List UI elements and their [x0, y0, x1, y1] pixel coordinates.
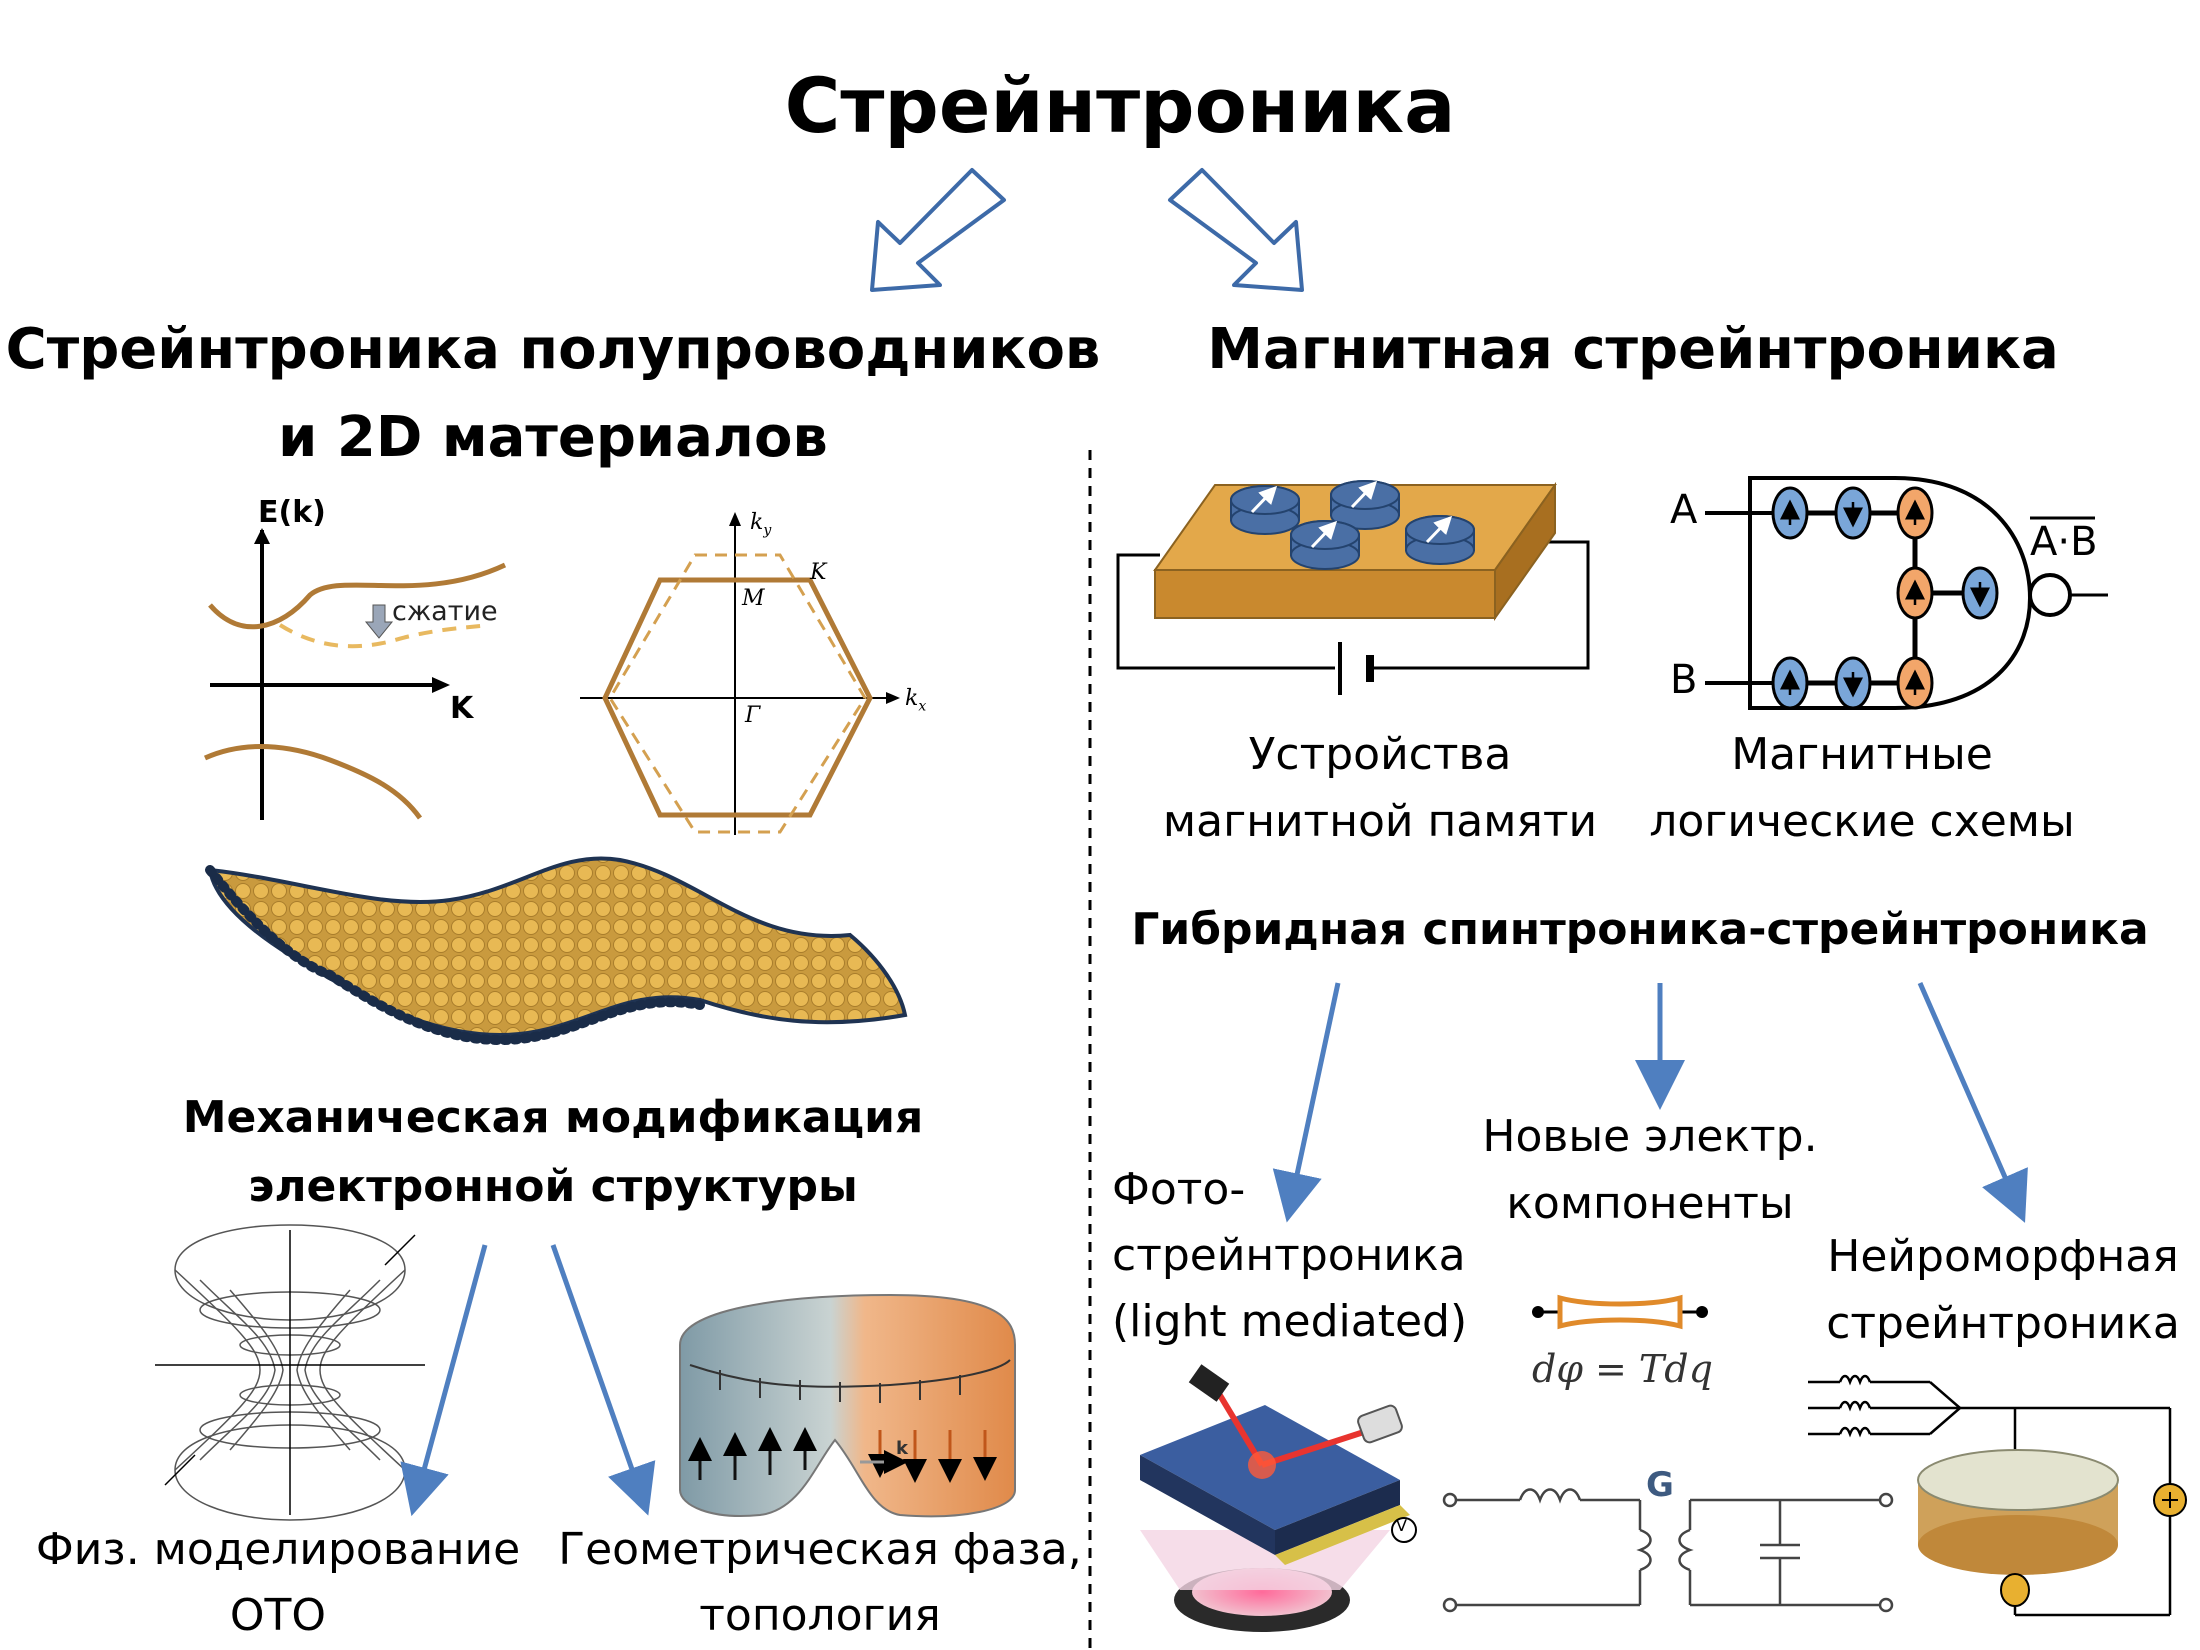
compress-label: сжатие — [392, 596, 498, 627]
band-structure-plot — [203, 528, 507, 820]
photo-label-line1: Фото- — [1112, 1164, 1246, 1215]
geo-label-line1: Геометрическая фаза, — [558, 1524, 1082, 1575]
photo-label-line2: стрейнтроника — [1112, 1230, 1466, 1281]
wormhole-figure — [155, 1224, 425, 1521]
arrow-to-topology — [550, 1244, 656, 1516]
neuromorphic-device — [1808, 1374, 2187, 1617]
hexagon-unstrained — [602, 577, 873, 818]
band-axis-y-label: E(k) — [258, 495, 326, 530]
gr-label-line2: ОТО — [229, 1590, 327, 1641]
equation: dφ = Tdq — [1532, 1347, 1713, 1391]
hollow-arrow-left — [870, 168, 1006, 292]
2d-material-sheet — [205, 856, 908, 1046]
ribbon-k-label: k — [896, 1438, 908, 1459]
topology-ribbon — [679, 1293, 1016, 1518]
left-heading-line1: Стрейнтроника полупроводников — [5, 317, 1101, 382]
right-heading: Магнитная стрейнтроника — [1207, 317, 2059, 382]
logic-label-line2: логические схемы — [1649, 796, 2075, 847]
bz-kx-label: kx — [905, 686, 927, 715]
strain-element-symbol — [1532, 1294, 1708, 1330]
memory-label-line2: магнитной памяти — [1162, 796, 1598, 847]
valence-band-curve — [203, 744, 423, 820]
compress-arrow-icon — [364, 604, 394, 639]
arrow-to-gr — [400, 1244, 488, 1517]
brillouin-zone — [580, 512, 900, 835]
logic-label-line1: Магнитные — [1731, 729, 1993, 780]
photo-device — [1140, 1364, 1417, 1632]
photo-label-line3: (light mediated) — [1112, 1296, 1468, 1347]
transformer-circuit — [1442, 1488, 1894, 1613]
mech-label-line1: Механическая модификация — [182, 1092, 924, 1143]
gr-label-line1: Физ. моделирование — [35, 1524, 521, 1575]
arrow-to-neuromorphic — [1917, 981, 2028, 1223]
hollow-arrow-right — [1168, 168, 1304, 292]
conduction-band-curve — [208, 562, 507, 630]
neuro-label-line1: Нейроморфная — [1827, 1231, 2179, 1282]
circuit-g-label: G — [1646, 1465, 1674, 1505]
magnetic-logic-gate — [1705, 476, 2108, 710]
arrow-to-photo — [1272, 982, 1341, 1223]
bz-ky-label: ky — [750, 510, 772, 539]
voltmeter-label: V — [1396, 1516, 1407, 1535]
newel-label-line1: Новые электр. — [1482, 1111, 1818, 1162]
neuro-label-line2: стрейнтроника — [1826, 1298, 2180, 1349]
bz-gamma-label: Γ — [745, 703, 761, 728]
newel-label-line2: компоненты — [1506, 1178, 1794, 1229]
logic-input-b: B — [1670, 657, 1698, 703]
geo-label-line2: топология — [699, 1590, 941, 1641]
hybrid-label: Гибридная спинтроника-стрейнтроника — [1131, 904, 2149, 955]
hexagon-strained — [608, 553, 867, 834]
logic-input-a: A — [1670, 487, 1698, 533]
left-heading-line2: и 2D материалов — [278, 405, 828, 470]
logic-output-label: A·B — [2030, 519, 2098, 565]
memory-label-line1: Устройства — [1248, 729, 1512, 780]
bz-K-label: K — [810, 560, 827, 585]
magnetic-memory-device — [1116, 480, 1590, 695]
band-axis-x-label: K — [450, 691, 474, 726]
main-title: Стрейнтроника — [784, 61, 1456, 150]
bz-M-label: M — [742, 586, 765, 611]
strained-band-curve — [278, 623, 491, 649]
mech-label-line2: электронной структуры — [248, 1161, 858, 1212]
